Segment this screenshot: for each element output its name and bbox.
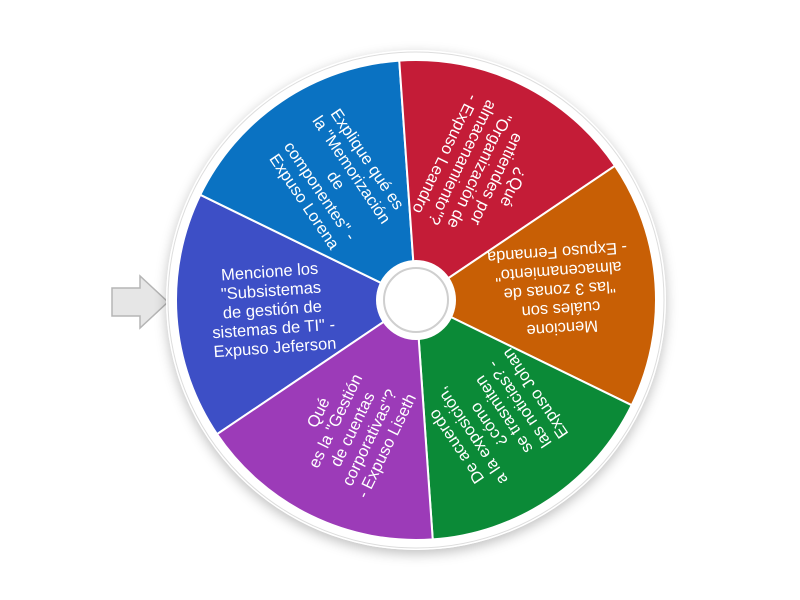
wheel-rim-edge <box>167 51 665 549</box>
spin-wheel[interactable]: Mencione los "Subsistemas de gestión de … <box>166 50 666 550</box>
wheel-segment <box>414 164 657 407</box>
wheel-graphic <box>166 50 666 550</box>
wheel-segment <box>414 298 634 541</box>
arrow-right-icon <box>111 274 170 330</box>
wheel-hub-inner <box>383 267 449 333</box>
wheel-segment <box>175 193 418 436</box>
wheel-segment <box>398 59 617 302</box>
wheel-segment <box>215 298 434 541</box>
wheel-segment <box>198 59 418 302</box>
